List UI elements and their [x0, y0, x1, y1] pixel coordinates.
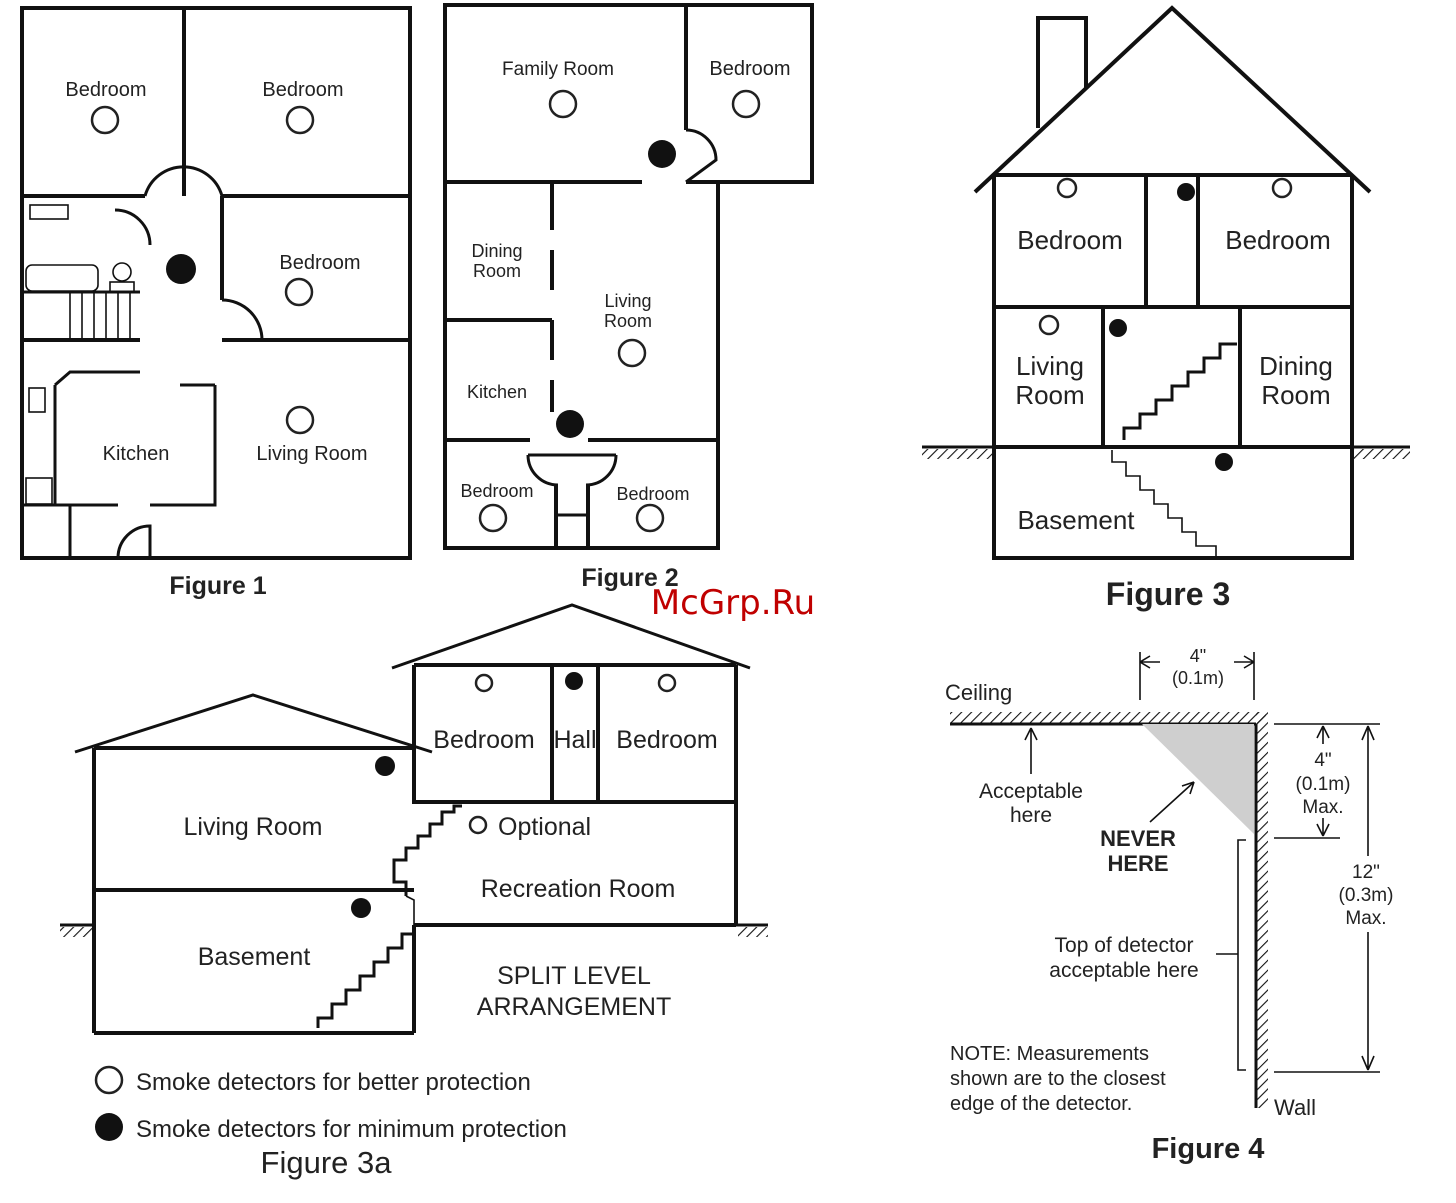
arrangement-label: SPLIT LEVEL — [497, 962, 651, 990]
watermark: McGrp.Ru — [651, 583, 815, 623]
better-detector-marker — [285, 105, 315, 135]
figure-1-floor-plan: Bedroom Bedroom Bedroom Kitchen Living R… — [20, 6, 412, 600]
filled-circle-icon — [95, 1113, 123, 1141]
minimum-detector-marker — [556, 410, 584, 438]
room-label: Room — [473, 261, 521, 281]
legend-minimum: Smoke detectors for minimum protection — [136, 1116, 567, 1143]
never-here-zone — [1142, 724, 1254, 834]
minimum-detector-marker — [166, 254, 196, 284]
optional-label: Optional — [498, 813, 591, 841]
dim-label: 4" — [1190, 646, 1206, 666]
room-label: Bedroom — [1225, 225, 1331, 255]
wall-label: Wall — [1274, 1095, 1316, 1120]
minimum-detector-marker — [565, 672, 583, 690]
room-label: Room — [604, 311, 652, 331]
open-circle-icon — [94, 1065, 124, 1095]
note-text: NOTE: Measurements — [950, 1043, 1149, 1065]
better-detector-marker — [1056, 177, 1078, 199]
room-label: Basement — [198, 943, 311, 971]
better-detector-marker — [548, 89, 578, 119]
room-label: Bedroom — [616, 726, 717, 754]
better-detector-marker — [657, 673, 677, 693]
room-label: Basement — [1017, 505, 1135, 535]
better-detector-marker — [474, 673, 494, 693]
room-label: Living — [1016, 351, 1084, 381]
dim-label: (0.1m) — [1296, 774, 1351, 795]
room-label: Family Room — [502, 59, 614, 80]
legend-better: Smoke detectors for better protection — [136, 1069, 531, 1096]
room-label: Bedroom — [709, 58, 790, 80]
figure-1-outline — [20, 6, 412, 560]
room-label: Dining — [1259, 351, 1333, 381]
figure-caption: Figure 3 — [1106, 576, 1230, 612]
optional-detector-marker — [468, 815, 488, 835]
room-label: Living Room — [256, 443, 367, 465]
room-label: Kitchen — [103, 443, 170, 465]
better-detector-marker — [731, 89, 761, 119]
better-detector-marker — [285, 405, 315, 435]
note-text: edge of the detector. — [950, 1093, 1132, 1115]
arrangement-label: ARRANGEMENT — [477, 993, 671, 1021]
better-detector-marker — [90, 105, 120, 135]
figure-caption: Figure 1 — [169, 572, 266, 600]
dim-label: Max. — [1345, 908, 1386, 929]
ceiling-label: Ceiling — [945, 680, 1012, 705]
figure-2-floor-plan: Family Room Bedroom Dining Room Living R… — [443, 3, 814, 592]
dim-label: (0.3m) — [1339, 885, 1394, 906]
room-label: Bedroom — [433, 726, 534, 754]
better-detector-marker — [1271, 177, 1293, 199]
figure-3a-split-level: Bedroom Hall Bedroom Living Room Optiona… — [60, 603, 768, 1035]
minimum-detector-marker — [1109, 319, 1127, 337]
room-label: Room — [1261, 380, 1330, 410]
acceptable-label: here — [1010, 804, 1052, 827]
room-label: Dining — [471, 241, 522, 261]
dim-label: Max. — [1302, 797, 1343, 818]
room-label: Room — [1015, 380, 1084, 410]
figure-caption: Figure 4 — [1152, 1133, 1265, 1165]
room-label: Bedroom — [65, 79, 146, 101]
room-label: Bedroom — [460, 481, 533, 501]
better-detector-marker — [478, 503, 508, 533]
top-detector-label: acceptable here — [1049, 959, 1198, 982]
better-detector-marker — [284, 277, 314, 307]
figure-caption: Figure 3a — [261, 1145, 393, 1180]
room-label: Living — [604, 291, 651, 311]
dim-label: 4" — [1314, 750, 1331, 771]
note-text: shown are to the closest — [950, 1068, 1166, 1090]
minimum-detector-marker — [375, 756, 395, 776]
room-label: Living Room — [184, 813, 323, 841]
room-label: Kitchen — [467, 382, 527, 402]
detector-legend: Smoke detectors for better protection Sm… — [94, 1065, 567, 1180]
minimum-detector-marker — [1215, 453, 1233, 471]
room-label: Bedroom — [1017, 225, 1123, 255]
minimum-detector-marker — [1177, 183, 1195, 201]
room-label: Bedroom — [279, 252, 360, 274]
top-detector-label: Top of detector — [1055, 934, 1194, 957]
minimum-detector-marker — [351, 898, 371, 918]
room-label: Bedroom — [262, 79, 343, 101]
acceptable-label: Acceptable — [979, 780, 1083, 803]
minimum-detector-marker — [648, 140, 676, 168]
better-detector-marker — [617, 338, 647, 368]
room-label: Recreation Room — [481, 875, 676, 903]
room-label: Bedroom — [616, 484, 689, 504]
better-detector-marker — [1038, 314, 1060, 336]
figure-caption: Figure 2 — [581, 564, 678, 592]
never-here-label: HERE — [1107, 851, 1168, 876]
never-here-label: NEVER — [1100, 826, 1176, 851]
figure-4-mounting-detail: 4" (0.1m) Ceiling Acceptable here NEVER … — [945, 646, 1393, 1165]
dim-label: (0.1m) — [1172, 668, 1224, 688]
dim-label: 12" — [1352, 862, 1380, 883]
better-detector-marker — [635, 503, 665, 533]
room-label: Hall — [553, 726, 596, 754]
figure-3-house-section: Bedroom Bedroom Living Room Dining Room … — [922, 5, 1410, 612]
